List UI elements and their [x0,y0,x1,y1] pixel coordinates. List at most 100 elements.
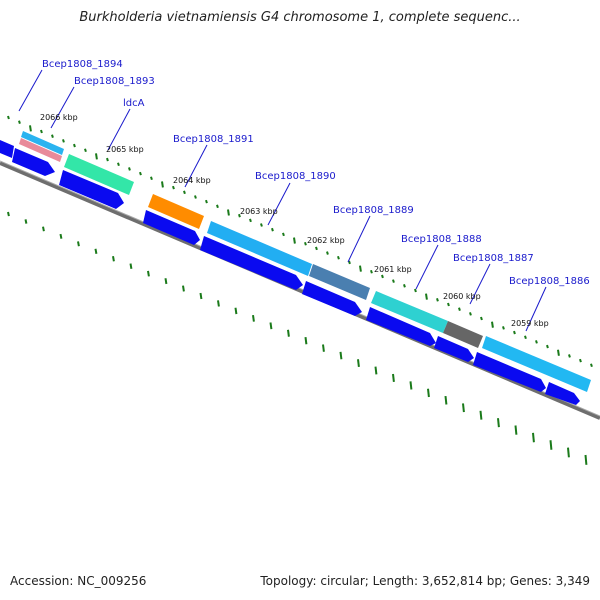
cds-arrow[interactable] [434,336,474,362]
ruler-dot [238,213,241,218]
gene-bar-bcep1808-1890[interactable] [207,221,312,276]
gene-track [19,131,591,392]
ruler-dot [260,223,263,227]
ruler-dot [427,388,430,398]
ruler-dot [315,246,318,251]
ruler-dot [491,321,494,328]
ruler-dot [129,263,133,270]
ruler-dot [403,284,406,288]
label-leaders [18,69,547,332]
ruler-dot [24,219,28,224]
cds-arrow[interactable] [59,170,124,209]
ruler-dot [112,256,115,262]
tick-label: 2065 kbp [106,145,144,154]
gene-label[interactable]: Bcep1808_1887 [453,253,534,264]
gene-bar-ldca[interactable] [64,154,134,195]
tick-label: 2060 kbp [443,292,481,301]
ruler-dots [7,115,593,368]
ruler-dot [425,293,428,300]
ruler-dot [40,129,43,134]
leader-ldca [107,108,131,151]
ruler-dot [269,322,273,330]
ruler-dot [199,292,203,300]
gene-label[interactable]: Bcep1808_1894 [42,59,123,70]
cds-arrow[interactable] [302,281,362,316]
ruler-dot [117,162,120,167]
ruler-dot [271,227,274,232]
gene-bar-bcep1808-1894[interactable] [21,131,64,155]
ruler-dot [480,316,483,321]
ruler-dot [249,218,252,223]
gene-bar-bcep1808-1886[interactable] [482,336,591,392]
ruler-dot [84,148,87,153]
ruler-dot [357,359,360,367]
ruler-dot [584,454,588,465]
backbone-line [0,161,600,420]
gene-bar-bcep1808-1891[interactable] [148,194,204,229]
ruler-dot [322,344,325,352]
ruler-dot [18,120,21,124]
ruler-dot [51,134,54,138]
ruler-dot [513,330,516,335]
cds-arrow[interactable] [366,307,436,346]
ruler-dot [339,351,343,360]
ruler-dot [7,115,10,120]
ruler-dot [392,373,395,383]
leader-bcep1808-1886 [525,286,547,332]
summary-text: Topology: circular; Length: 3,652,814 bp… [260,574,590,588]
tick-label: 2063 kbp [240,207,278,216]
ruler-dot [29,125,32,132]
gene-bar-bcep1808-1893[interactable] [19,138,62,162]
ruler-dot [182,285,185,292]
ruler-dot [502,326,505,330]
ruler-dot [514,425,518,435]
tick-label: 2062 kbp [307,236,345,245]
cds-arrow[interactable] [200,236,303,290]
ruler-dot [194,195,197,199]
tick-label: 2061 kbp [374,265,412,274]
gene-label[interactable]: Bcep1808_1891 [173,134,254,145]
gene-bar-bcep1808-1889[interactable] [309,264,370,300]
ruler-dot [282,232,285,237]
ruler-dot [293,237,296,244]
ruler-dot [164,278,168,285]
gene-label[interactable]: Bcep1808_1889 [333,205,414,216]
cds-arrow[interactable] [545,382,580,405]
ruler-dot [567,447,570,458]
cds-arrow[interactable] [0,140,14,158]
leader-bcep1808-1890 [267,182,291,226]
ruler-dot [205,199,208,204]
leader-bcep1808-1889 [347,215,371,263]
gene-bar-bcep1808-1887[interactable] [443,321,483,348]
cds-arrow[interactable] [143,210,200,245]
ruler-dot [381,274,384,279]
gene-label[interactable]: Bcep1808_1893 [74,76,155,87]
ruler-dot [59,233,63,239]
ruler-dot [497,418,500,428]
ruler-dot [557,349,560,356]
gene-label[interactable]: Bcep1808_1886 [509,276,590,287]
outer-dots [7,211,588,465]
ruler-dot [172,185,175,190]
gene-bar-bcep1808-1888[interactable] [371,291,448,333]
leader-bcep1808-1891 [184,144,208,188]
ruler-dot [535,340,538,344]
ruler-dot [150,176,153,181]
ruler-dot [161,181,164,188]
gene-label[interactable]: ldcA [123,98,145,109]
ruler-dot [444,395,448,405]
gene-label[interactable]: Bcep1808_1888 [401,234,482,245]
ruler-dot [549,440,553,450]
leader-bcep1808-1888 [415,244,439,290]
ruler-dot [147,270,150,277]
ruler-dot [217,300,220,307]
gene-label[interactable]: Bcep1808_1890 [255,171,336,182]
ruler-dot [524,335,527,340]
ruler-dot [234,307,238,315]
cds-arrow[interactable] [473,352,546,392]
ruler-dot [479,410,483,420]
ruler-dot [532,432,535,443]
ruler-dot [458,307,461,311]
cds-arrow[interactable] [12,148,55,176]
ruler-dot [227,209,230,216]
